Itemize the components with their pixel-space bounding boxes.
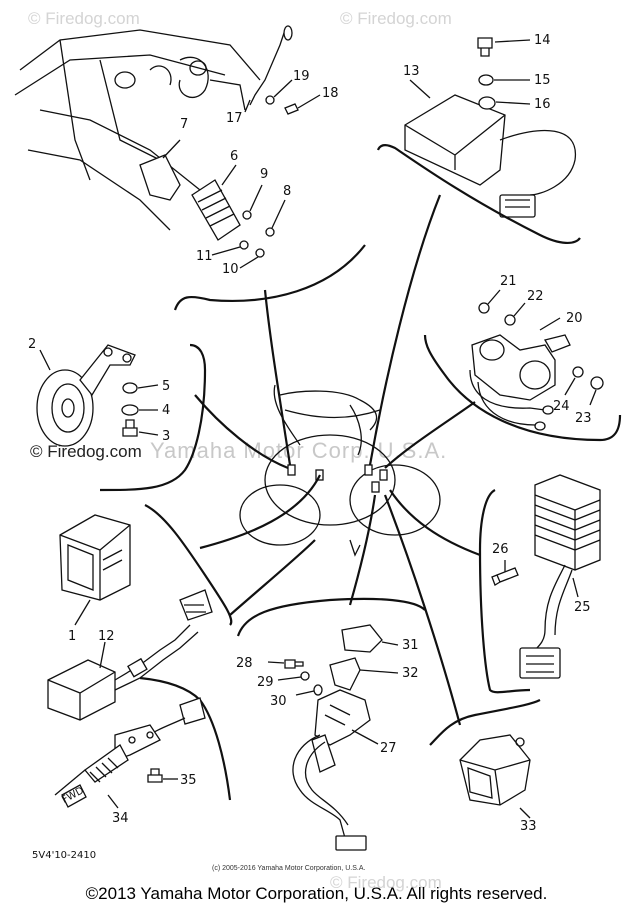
washer-part-29 bbox=[300, 671, 310, 681]
watermark-middle-left: © Firedog.com bbox=[30, 442, 142, 461]
label-part-8: 8 bbox=[283, 184, 291, 199]
flasher-relay-part-6 bbox=[191, 179, 241, 241]
diagram-code: 5V4'10-2410 bbox=[32, 850, 96, 861]
label-part-12: 12 bbox=[98, 629, 115, 644]
label-part-29: 29 bbox=[257, 675, 274, 690]
label-part-31: 31 bbox=[402, 638, 419, 653]
bracket-part-7 bbox=[139, 154, 181, 201]
label-part-34: 34 bbox=[112, 811, 129, 826]
bolt-part-35 bbox=[147, 768, 163, 783]
label-part-20: 20 bbox=[566, 311, 583, 326]
coupler-part-12 bbox=[47, 589, 213, 721]
label-part-7: 7 bbox=[180, 117, 188, 132]
label-part-26: 26 bbox=[492, 542, 509, 557]
bolt-part-14 bbox=[477, 37, 493, 57]
nut-part-30 bbox=[313, 684, 323, 696]
label-part-2: 2 bbox=[28, 337, 36, 352]
screw-part-28 bbox=[284, 659, 304, 669]
bolt-part-26 bbox=[491, 567, 519, 586]
leader-relay13-to-hub bbox=[368, 194, 442, 466]
label-part-6: 6 bbox=[230, 149, 238, 164]
washer-part-11 bbox=[239, 240, 249, 250]
label-part-15: 15 bbox=[534, 73, 551, 88]
leader-unit20-to-hub bbox=[384, 401, 476, 469]
label-part-10: 10 bbox=[222, 262, 239, 277]
unit-part-20 bbox=[469, 334, 571, 431]
switch-part-31 bbox=[341, 624, 383, 653]
group-divider-switch bbox=[236, 597, 426, 637]
sensor-part-27 bbox=[292, 689, 371, 851]
nut-part-19 bbox=[265, 95, 275, 105]
label-part-5: 5 bbox=[162, 379, 170, 394]
relay-part-13 bbox=[404, 94, 576, 218]
regulator-part-25 bbox=[519, 474, 601, 679]
label-part-9: 9 bbox=[260, 167, 268, 182]
label-part-32: 32 bbox=[402, 666, 419, 681]
label-part-1: 1 bbox=[68, 629, 76, 644]
washer-part-15 bbox=[478, 74, 494, 86]
bolt-part-18 bbox=[284, 103, 299, 115]
label-part-17: 17 bbox=[226, 111, 243, 126]
washer-part-24 bbox=[572, 366, 584, 378]
label-part-4: 4 bbox=[162, 403, 170, 418]
watermark-top-right: © Firedog.com bbox=[340, 9, 452, 28]
frame-sketch bbox=[14, 29, 261, 231]
washer-part-9 bbox=[242, 210, 252, 220]
label-part-30: 30 bbox=[270, 694, 287, 709]
label-part-24: 24 bbox=[553, 399, 570, 414]
label-part-35: 35 bbox=[180, 773, 197, 788]
label-part-19: 19 bbox=[293, 69, 310, 84]
leader-part34-to-hub bbox=[229, 539, 316, 616]
leader-part1-to-hub bbox=[199, 474, 321, 550]
grommet-part-16 bbox=[478, 96, 496, 110]
wiring-harness bbox=[239, 384, 441, 557]
horn-part-2 bbox=[36, 344, 136, 447]
washer-part-4 bbox=[121, 404, 139, 416]
label-part-23: 23 bbox=[575, 411, 592, 426]
small-copyright: (c) 2005-2016 Yamaha Motor Corporation, … bbox=[212, 865, 365, 872]
watermark-top-left: © Firedog.com bbox=[28, 9, 140, 28]
label-part-21: 21 bbox=[500, 274, 517, 289]
washer-part-22 bbox=[504, 314, 516, 326]
label-part-13: 13 bbox=[403, 64, 420, 79]
label-part-14: 14 bbox=[534, 33, 551, 48]
leader-frame-to-hub bbox=[263, 289, 292, 466]
label-part-28: 28 bbox=[236, 656, 253, 671]
group-divider-part33 bbox=[429, 699, 541, 746]
leader-part33-to-hub bbox=[383, 494, 462, 726]
group-divider-top-left bbox=[173, 244, 366, 311]
group-divider-top-right bbox=[376, 144, 581, 244]
label-part-16: 16 bbox=[534, 97, 551, 112]
group-divider-horn bbox=[99, 343, 207, 492]
label-part-18: 18 bbox=[322, 86, 339, 101]
group-divider-part1 bbox=[144, 504, 233, 626]
nut-part-5 bbox=[122, 382, 138, 394]
unit-part-33 bbox=[459, 734, 531, 806]
nut-part-23 bbox=[590, 376, 604, 390]
nut-part-21 bbox=[478, 302, 490, 314]
watermark-bottom-faint: © Firedog.com bbox=[330, 873, 442, 892]
screw-part-8 bbox=[265, 227, 275, 237]
group-divider-unit20 bbox=[423, 334, 622, 442]
label-part-25: 25 bbox=[574, 600, 591, 615]
label-part-33: 33 bbox=[520, 819, 537, 834]
screw-part-10 bbox=[255, 248, 265, 258]
leader-horn-to-hub bbox=[194, 394, 289, 470]
cable-part-17 bbox=[249, 29, 286, 106]
unit-part-1 bbox=[59, 514, 131, 601]
label-part-22: 22 bbox=[527, 289, 544, 304]
bolt-part-3 bbox=[122, 419, 138, 437]
label-part-3: 3 bbox=[162, 429, 170, 444]
bracket-part-32 bbox=[329, 657, 361, 691]
group-divider-regulator bbox=[478, 489, 531, 694]
footer-copyright: ©2013 Yamaha Motor Corporation, U.S.A. A… bbox=[85, 884, 548, 903]
sensor-part-34 bbox=[54, 697, 206, 808]
label-part-11: 11 bbox=[196, 249, 213, 264]
label-part-27: 27 bbox=[380, 741, 397, 756]
leader-part25-to-hub bbox=[389, 489, 481, 557]
leader-part27-to-hub bbox=[348, 494, 377, 606]
